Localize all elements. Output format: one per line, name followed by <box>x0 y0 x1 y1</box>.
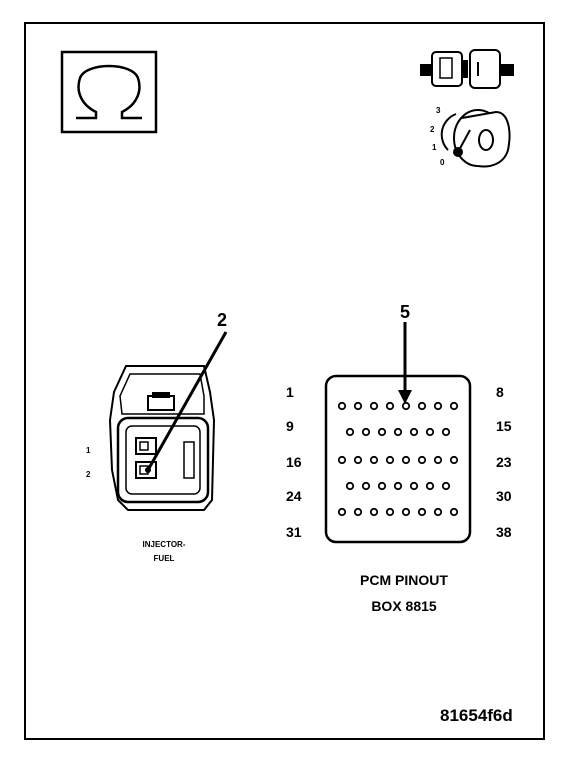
pcm-pin <box>417 401 427 411</box>
pcm-row-end-label: 30 <box>496 488 512 504</box>
injector-pin-label: 2 <box>86 470 91 479</box>
pcm-pin <box>361 481 371 491</box>
pcm-pin <box>345 481 355 491</box>
pcm-pin <box>401 455 411 465</box>
pcm-pin <box>361 427 371 437</box>
pcm-callout-number: 5 <box>400 302 411 322</box>
pcm-pin <box>441 427 451 437</box>
pcm-pin <box>337 455 347 465</box>
pcm-pin <box>345 427 355 437</box>
pcm-pin <box>449 455 459 465</box>
pcm-connector <box>324 322 472 544</box>
pcm-pin <box>393 481 403 491</box>
pcm-pin <box>433 455 443 465</box>
pcm-row-end-label: 23 <box>496 454 512 470</box>
pcm-pin <box>433 507 443 517</box>
pcm-pin-grid <box>337 401 459 517</box>
pcm-pin <box>393 427 403 437</box>
pcm-pin <box>409 481 419 491</box>
pcm-pin <box>425 481 435 491</box>
figure-frame <box>24 22 545 740</box>
pcm-pin <box>401 507 411 517</box>
pcm-row-end-label: 8 <box>496 384 504 400</box>
pcm-pin <box>449 507 459 517</box>
pcm-pin <box>337 401 347 411</box>
pcm-pin <box>385 507 395 517</box>
key-position-label: 0 <box>440 158 445 167</box>
pcm-row-start-label: 31 <box>286 524 302 540</box>
pcm-row-start-label: 16 <box>286 454 302 470</box>
key-position-label: 3 <box>436 106 441 115</box>
pcm-pin <box>369 455 379 465</box>
pcm-pin <box>385 455 395 465</box>
key-position-label: 1 <box>432 143 437 152</box>
pcm-pin <box>385 401 395 411</box>
pcm-row-end-label: 38 <box>496 524 512 540</box>
pcm-pin <box>353 401 363 411</box>
pcm-pin <box>377 427 387 437</box>
pcm-pin <box>353 507 363 517</box>
pcm-pin <box>377 481 387 491</box>
pcm-row-start-label: 9 <box>286 418 294 434</box>
pcm-pin <box>401 401 411 411</box>
ignition-key-icon <box>440 109 511 168</box>
pcm-pin <box>353 455 363 465</box>
pcm-pin <box>449 401 459 411</box>
injector-pin-label: 1 <box>86 446 91 455</box>
pcm-caption-line2: BOX 8815 <box>371 598 437 614</box>
key-position-label: 2 <box>430 125 435 134</box>
injector-connector <box>108 331 228 511</box>
injector-callout-number: 2 <box>217 310 228 330</box>
pcm-caption-line1: PCM PINOUT <box>360 572 448 588</box>
ohm-meter-icon <box>60 50 158 134</box>
figure-id: 81654f6d <box>440 706 513 725</box>
pcm-pin <box>369 507 379 517</box>
pcm-pin <box>433 401 443 411</box>
pcm-pin <box>369 401 379 411</box>
pcm-pin <box>417 507 427 517</box>
pcm-pin <box>337 507 347 517</box>
pcm-row-end-label: 15 <box>496 418 512 434</box>
connector-unplugged-icon <box>420 49 514 89</box>
injector-caption-line1: INJECTOR- <box>142 540 186 549</box>
pcm-row-start-label: 1 <box>286 384 294 400</box>
pcm-pin <box>409 427 419 437</box>
injector-caption-line2: FUEL <box>153 554 175 563</box>
pcm-pin <box>417 455 427 465</box>
pcm-row-start-label: 24 <box>286 488 302 504</box>
pcm-pin <box>441 481 451 491</box>
pcm-pin <box>425 427 435 437</box>
